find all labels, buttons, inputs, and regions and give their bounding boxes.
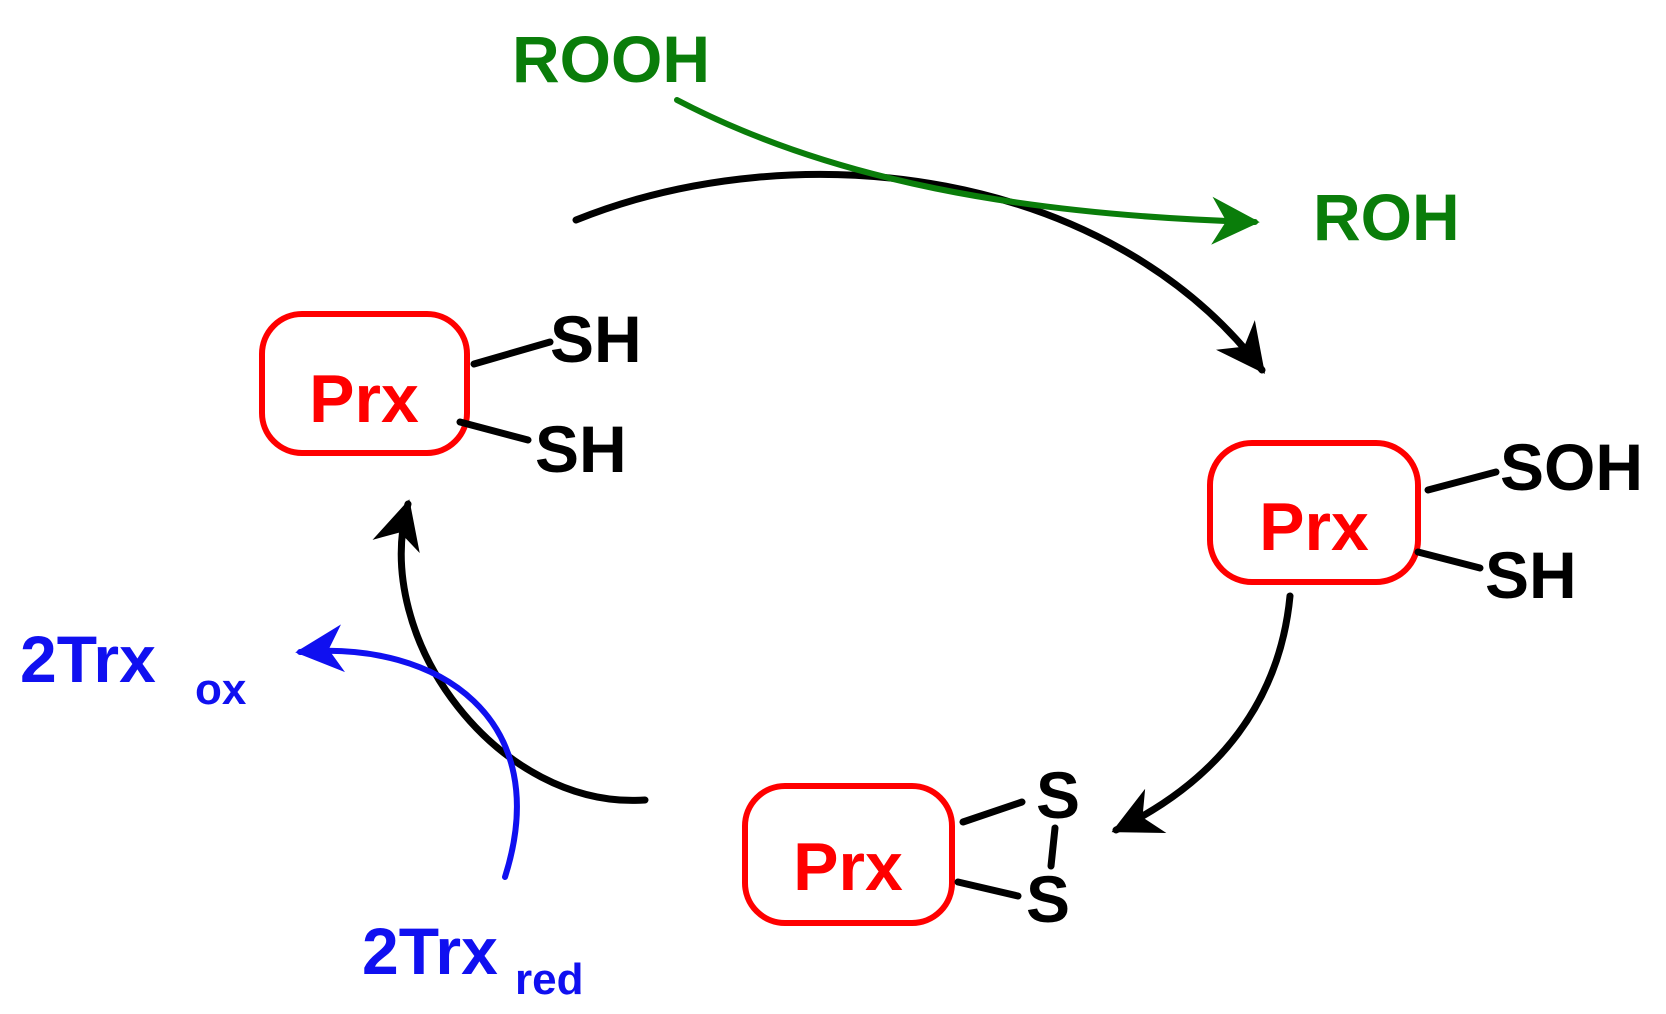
prx-reduced-state: Prx SH SH [259,302,642,486]
prx-sulfenic-box [1207,440,1421,585]
bond-reduced-top [470,338,554,368]
peroxide-substrate-label: ROOH [512,22,710,96]
bond-disulfide-top [959,798,1026,826]
thiol-group-sulfenic: SH [1485,538,1577,612]
prx-sulfenic-state: Prx SOH SH [1207,430,1643,612]
bond-sulfenic-bottom [1414,548,1484,572]
reduced-thioredoxin-label: 2Trx red [362,914,583,1004]
prx-disulfide-box [742,783,955,926]
trx-red-subscript: red [515,955,583,1004]
prx-reduced-box [259,311,470,456]
thioredoxin-arrow [295,624,520,880]
trx-ox-main: 2Trx [20,622,156,696]
sulfenic-acid-group: SOH [1500,430,1643,504]
alcohol-product-label: ROH [1313,180,1460,254]
bond-reduced-bottom [456,418,532,444]
sulfur-atom-top: S [1036,758,1080,832]
bond-sulfenic-top [1424,468,1500,494]
thiol-group-reduced-top: SH [550,302,642,376]
prx-sulfenic-label: Prx [1259,489,1369,565]
bond-disulfide-bottom [954,878,1022,900]
sulfur-atom-bottom: S [1026,862,1070,936]
trx-ox-subscript: ox [195,665,247,714]
cycle-arrow-resolution [1111,592,1294,834]
prx-reduced-label: Prx [309,361,419,437]
cycle-arrow-oxidation [572,171,1266,374]
thiol-group-reduced-bottom: SH [535,412,627,486]
oxidized-thioredoxin-label: 2Trx ox [20,622,247,714]
cycle-arrow-reduction [372,499,649,804]
peroxide-reduction-arrow [674,97,1260,245]
bond-disulfide-ss [1047,824,1059,870]
prx-disulfide-state: Prx S S [742,758,1080,936]
prx-disulfide-label: Prx [793,829,903,905]
trx-red-main: 2Trx [362,914,498,988]
